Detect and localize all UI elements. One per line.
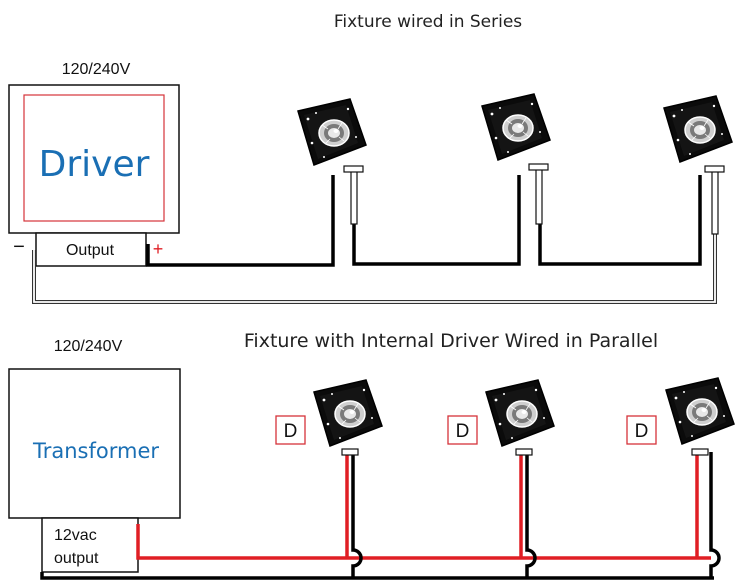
parallel-fixture-3 [665, 377, 735, 456]
series-title: Fixture wired in Series [334, 12, 522, 32]
driver-badge-text: D [284, 421, 298, 442]
recessed-light-fixture-icon [485, 379, 555, 447]
driver-badge-text: D [456, 421, 470, 442]
driver-label: Driver [39, 144, 150, 185]
driver-output-label: Output [66, 242, 115, 259]
parallel-black-drop-3 [709, 452, 721, 578]
recessed-light-fixture-icon [663, 95, 733, 163]
internal-driver-badge-3: D [626, 415, 657, 445]
parallel-fixture-2 [485, 379, 555, 456]
internal-driver-badge-2: D [447, 415, 478, 445]
transformer-box [8, 368, 181, 519]
plus-terminal-sign: + [153, 239, 164, 259]
recessed-light-fixture-icon [313, 379, 383, 447]
series-fixture-1 [297, 98, 367, 225]
series-wire-link-2 [538, 175, 702, 266]
transformer-output-tab [41, 517, 139, 573]
series-wire-positive [146, 175, 335, 267]
series-voltage-label: 120/240V [62, 61, 131, 78]
internal-driver-badge-1: D [275, 415, 306, 445]
recessed-light-fixture-icon [665, 377, 735, 445]
series-fixture-3 [663, 95, 733, 235]
parallel-wire-black-bus [40, 572, 714, 580]
driver-inner-outline [23, 94, 165, 222]
parallel-fixture-1 [313, 379, 383, 456]
parallel-black-drop-1 [351, 452, 363, 578]
series-wire-link-1 [352, 175, 521, 266]
transformer-output-line2: output [54, 550, 99, 567]
minus-terminal-sign: − [13, 236, 25, 258]
driver-box [8, 84, 180, 234]
driver-output-tab [35, 232, 147, 267]
recessed-light-fixture-icon [481, 93, 551, 161]
transformer-output-line1: 12vac [54, 527, 97, 544]
series-fixture-2 [481, 93, 551, 225]
parallel-wire-red-bus [136, 524, 711, 560]
parallel-voltage-label: 120/240V [54, 338, 123, 355]
series-wire-return-inner [33, 178, 716, 303]
parallel-black-drop-2 [525, 452, 537, 578]
driver-badge-text: D [635, 421, 649, 442]
recessed-light-fixture-icon [297, 98, 367, 166]
parallel-title: Fixture with Internal Driver Wired in Pa… [244, 330, 658, 352]
transformer-label: Transformer [32, 439, 159, 463]
